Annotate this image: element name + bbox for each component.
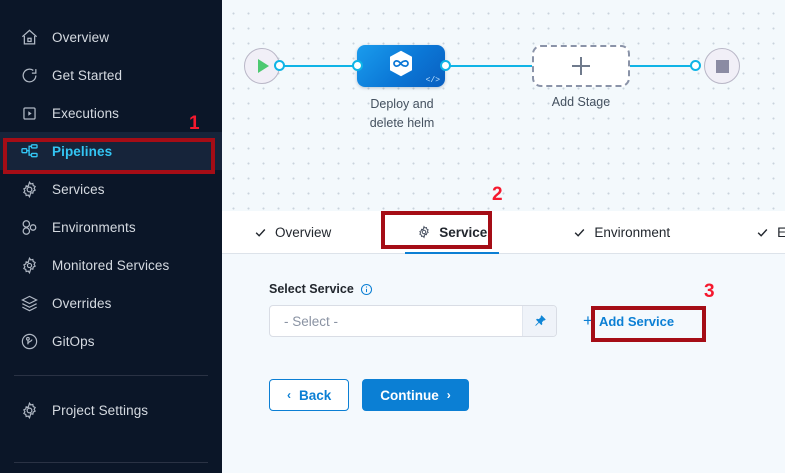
select-service-label-row: Select Service <box>269 282 785 296</box>
tab-environment[interactable]: Environment <box>561 211 682 254</box>
add-stage-label: Add Stage <box>551 95 611 109</box>
tab-execution[interactable]: Execution <box>744 211 785 254</box>
sidebar-item-get-started[interactable]: Get Started <box>0 56 222 94</box>
home-icon <box>19 27 39 47</box>
sidebar-item-overview[interactable]: Overview <box>0 18 222 56</box>
pipeline-flow: </> Deploy and delete helm Add Sta <box>222 0 785 140</box>
select-service-value[interactable]: - Select - <box>284 313 339 329</box>
sidebar-item-label: Environments <box>52 219 136 235</box>
tab-label: Overview <box>275 224 332 240</box>
stage-node-deploy-and-delete-helm[interactable]: </> <box>357 45 445 87</box>
plus-icon-vertical <box>579 57 583 75</box>
gear-icon <box>417 225 431 239</box>
connector-start-to-stage <box>282 65 360 67</box>
pin-icon <box>533 314 547 328</box>
annotation-number-3: 3 <box>704 281 715 302</box>
sidebar-item-label: Get Started <box>52 67 123 83</box>
environments-nodes-icon <box>19 217 39 237</box>
sidebar: Overview Get Started Executions <box>0 0 222 473</box>
service-form: Select Service - Select - <box>222 254 785 473</box>
end-port-dot <box>690 60 701 71</box>
tab-label: Execution <box>777 224 785 240</box>
back-button[interactable]: ‹ Back <box>269 379 350 411</box>
sidebar-item-overrides[interactable]: Overrides <box>0 284 222 322</box>
check-icon <box>254 226 267 239</box>
check-icon <box>573 226 586 239</box>
play-start-icon <box>258 59 269 73</box>
tab-service[interactable]: Service <box>405 211 500 255</box>
annotation-number-1: 1 <box>189 113 200 134</box>
sidebar-item-monitored-services[interactable]: Monitored Services <box>0 246 222 284</box>
check-icon <box>756 226 769 239</box>
continue-button-label: Continue <box>380 387 439 403</box>
form-button-row: ‹ Back Continue › <box>269 379 785 411</box>
layers-icon <box>19 293 39 313</box>
sidebar-item-executions[interactable]: Executions <box>0 94 222 132</box>
chevron-right-icon: › <box>446 388 451 402</box>
back-button-label: Back <box>299 387 332 403</box>
tab-label: Environment <box>594 224 671 240</box>
sidebar-item-pipelines[interactable]: Pipelines <box>0 132 222 170</box>
select-service-dropdown[interactable]: - Select - <box>269 305 557 337</box>
select-service-label: Select Service <box>269 282 354 296</box>
connector-stage-to-add <box>448 65 534 67</box>
stage-out-port-dot <box>440 60 451 71</box>
sidebar-item-label: Overrides <box>52 295 112 311</box>
sidebar-item-label: Executions <box>52 105 120 121</box>
sidebar-item-services[interactable]: Services <box>0 170 222 208</box>
add-service-link[interactable]: + Add Service <box>583 311 675 330</box>
stage-node-label: Deploy and delete helm <box>332 95 472 133</box>
sidebar-item-label: Monitored Services <box>52 257 170 273</box>
stage-label-line1: Deploy and <box>370 97 434 111</box>
sidebar-item-label: Services <box>52 181 105 197</box>
stop-end-icon <box>715 59 729 73</box>
tab-overview[interactable]: Overview <box>242 211 343 254</box>
info-icon[interactable] <box>360 283 373 296</box>
annotation-number-2: 2 <box>492 184 503 205</box>
continue-button[interactable]: Continue › <box>362 379 469 411</box>
stage-tabbar: Overview Service Environment <box>222 211 785 255</box>
sidebar-divider <box>14 375 208 376</box>
select-service-row: - Select - + Add Service <box>269 305 785 337</box>
add-service-label: Add Service <box>598 313 675 329</box>
gear-icon <box>19 400 39 420</box>
chevron-left-icon: ‹ <box>287 388 291 402</box>
sidebar-bottom-divider <box>14 462 208 463</box>
gear-icon <box>19 179 39 199</box>
tab-label: Service <box>439 224 488 240</box>
sidebar-item-project-settings[interactable]: Project Settings <box>0 391 222 429</box>
stage-label-line2: delete helm <box>369 116 435 130</box>
sidebar-item-gitops[interactable]: GitOps <box>0 322 222 360</box>
pin-button[interactable] <box>522 306 556 336</box>
main-panel: </> Deploy and delete helm Add Sta <box>222 0 785 473</box>
stage-code-badge: </> <box>425 76 440 85</box>
sidebar-item-label: GitOps <box>52 333 95 349</box>
harness-hexagon-icon <box>388 50 414 83</box>
stage-in-port-dot <box>352 60 363 71</box>
start-port-dot <box>274 60 285 71</box>
executions-play-icon <box>19 103 39 123</box>
sidebar-footer-label: Project Settings <box>52 402 149 418</box>
sidebar-item-label: Overview <box>52 29 110 45</box>
pipeline-canvas[interactable]: </> Deploy and delete helm Add Sta <box>222 0 785 211</box>
add-stage-button[interactable] <box>532 45 630 87</box>
sidebar-item-label: Pipelines <box>52 143 113 159</box>
monitored-gear-icon <box>19 255 39 275</box>
sidebar-item-environments[interactable]: Environments <box>0 208 222 246</box>
pipelines-icon <box>19 141 39 161</box>
connector-add-to-end <box>628 65 696 67</box>
rocket-start-icon <box>19 65 39 85</box>
pipeline-end-node[interactable] <box>704 48 740 84</box>
gitops-icon <box>19 331 39 351</box>
